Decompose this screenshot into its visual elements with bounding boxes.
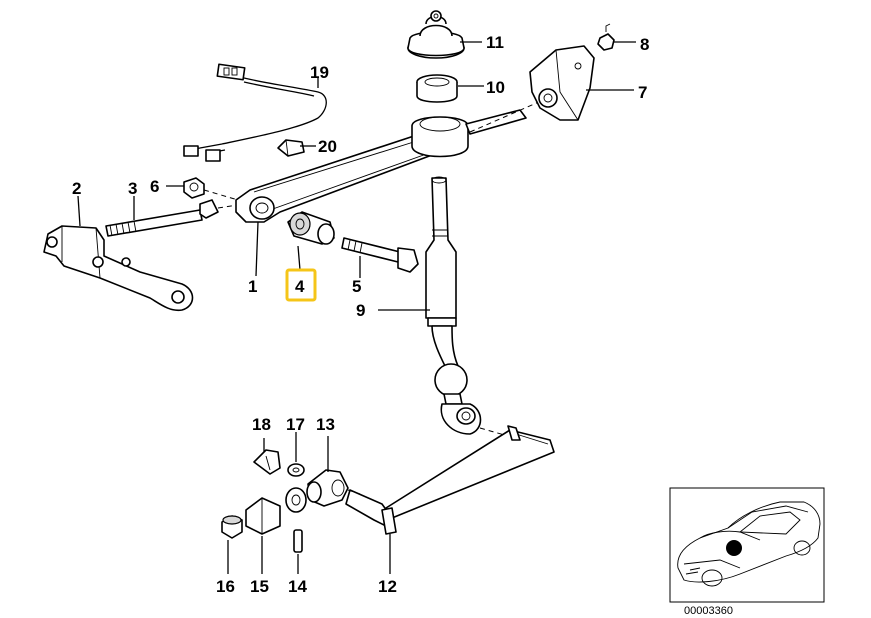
location-marker xyxy=(726,540,742,556)
car-locator-frame xyxy=(669,487,825,603)
car-silhouette xyxy=(677,501,821,587)
label-part-20[interactable]: 20 xyxy=(318,137,337,156)
part-4-highlight-box[interactable] xyxy=(285,268,317,302)
label-part-2[interactable]: 2 xyxy=(72,179,81,198)
part-lever-socket[interactable] xyxy=(411,97,549,158)
part-6-nut[interactable] xyxy=(183,177,239,201)
part-18-clip[interactable] xyxy=(253,449,281,475)
part-2-bracket[interactable] xyxy=(43,225,194,312)
part-9-gear-lever[interactable] xyxy=(425,176,509,437)
part-1-shift-arm[interactable] xyxy=(235,133,441,223)
part-14-pin[interactable] xyxy=(293,529,303,553)
part-8-nut[interactable] xyxy=(597,23,615,51)
label-part-13[interactable]: 13 xyxy=(316,415,335,434)
label-part-17[interactable]: 17 xyxy=(286,415,305,434)
leader-lines xyxy=(77,41,636,574)
part-5-bolt[interactable] xyxy=(341,237,419,273)
label-part-5[interactable]: 5 xyxy=(352,277,361,296)
part-7-rear-bracket[interactable] xyxy=(529,45,595,121)
part-13-joint[interactable] xyxy=(306,469,361,507)
label-part-15[interactable]: 15 xyxy=(250,577,269,596)
part-11-boot[interactable] xyxy=(407,10,465,59)
label-part-6[interactable]: 6 xyxy=(150,177,159,196)
part-12-shift-rod[interactable] xyxy=(345,425,555,535)
part-15-bush[interactable] xyxy=(245,487,307,535)
label-part-9[interactable]: 9 xyxy=(356,301,365,320)
part-17-washer[interactable] xyxy=(287,463,305,477)
label-part-18[interactable]: 18 xyxy=(252,415,271,434)
label-part-3[interactable]: 3 xyxy=(128,179,137,198)
label-part-4[interactable]: 4 xyxy=(295,277,305,296)
label-part-14[interactable]: 14 xyxy=(288,577,307,596)
part-3-long-bolt[interactable] xyxy=(105,199,245,237)
label-part-8[interactable]: 8 xyxy=(640,35,649,54)
part-labels: 1 2 3 4 5 6 7 8 9 10 11 12 13 14 15 16 1… xyxy=(72,33,649,596)
label-part-12[interactable]: 12 xyxy=(378,577,397,596)
part-16-cap[interactable] xyxy=(221,515,243,539)
part-19-wire-harness[interactable] xyxy=(183,63,327,162)
part-20-clip[interactable] xyxy=(277,139,305,157)
part-4-bushing[interactable] xyxy=(287,211,335,245)
label-part-16[interactable]: 16 xyxy=(216,577,235,596)
label-part-7[interactable]: 7 xyxy=(638,83,647,102)
label-part-10[interactable]: 10 xyxy=(486,78,505,97)
document-number: 00003360 xyxy=(684,605,733,617)
car-locator-thumbnail: 00003360 xyxy=(669,487,825,617)
label-part-19[interactable]: 19 xyxy=(310,63,329,82)
label-part-11[interactable]: 11 xyxy=(486,33,504,52)
label-part-1[interactable]: 1 xyxy=(248,277,257,296)
part-10-ring[interactable] xyxy=(416,74,458,103)
